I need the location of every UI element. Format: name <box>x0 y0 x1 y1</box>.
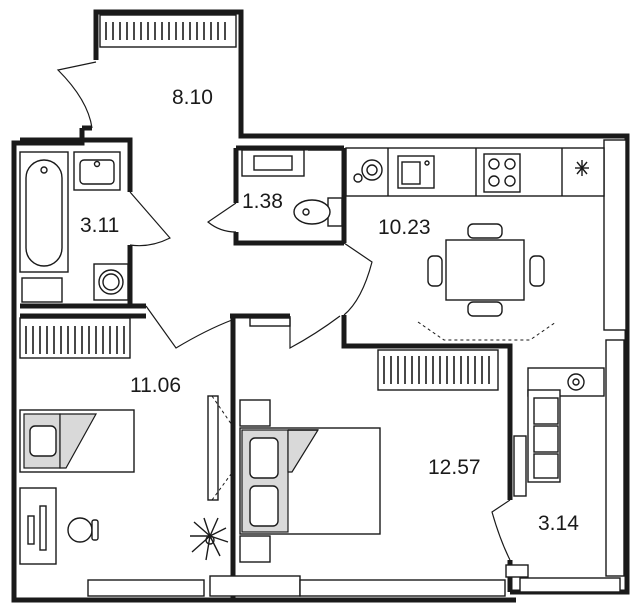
area-label-balcony: 3.14 <box>538 512 579 535</box>
kitchen-sink-icon <box>397 155 435 189</box>
bed-icon <box>239 427 381 535</box>
fridge-icon <box>575 160 589 176</box>
area-label-room-1: 11.06 <box>130 374 181 397</box>
sink-icon <box>73 151 121 191</box>
washing-machine-icon <box>93 263 129 301</box>
area-label-room-2: 12.57 <box>428 456 481 479</box>
area-label-kitchen: 10.23 <box>378 216 431 239</box>
bathtub-icon <box>19 151 69 273</box>
dishwasher-icon <box>353 159 383 183</box>
area-label-wc: 1.38 <box>242 190 283 213</box>
area-labels: 8.10 3.11 1.38 10.23 11.06 12.57 3.14 <box>80 86 579 535</box>
toilet-icon <box>293 197 343 227</box>
dining-zone <box>417 321 557 341</box>
balcony-shelf <box>513 435 527 497</box>
walls <box>11 9 630 603</box>
area-label-bathroom: 3.11 <box>80 214 119 237</box>
radiator-icon <box>25 22 490 384</box>
cabinet <box>21 277 63 303</box>
stove-icon <box>483 153 521 193</box>
area-label-hallway: 8.10 <box>172 86 213 109</box>
bed-icon <box>19 409 135 473</box>
doors <box>56 61 511 561</box>
plant-icon <box>190 517 229 561</box>
armchair-icon <box>527 367 605 483</box>
wardrobe <box>239 399 271 563</box>
wc-furniture <box>241 149 305 177</box>
dining-table-icon <box>427 223 545 317</box>
kitchen-counter <box>345 147 605 197</box>
desk-icon <box>19 487 99 565</box>
wardrobe <box>207 395 235 501</box>
